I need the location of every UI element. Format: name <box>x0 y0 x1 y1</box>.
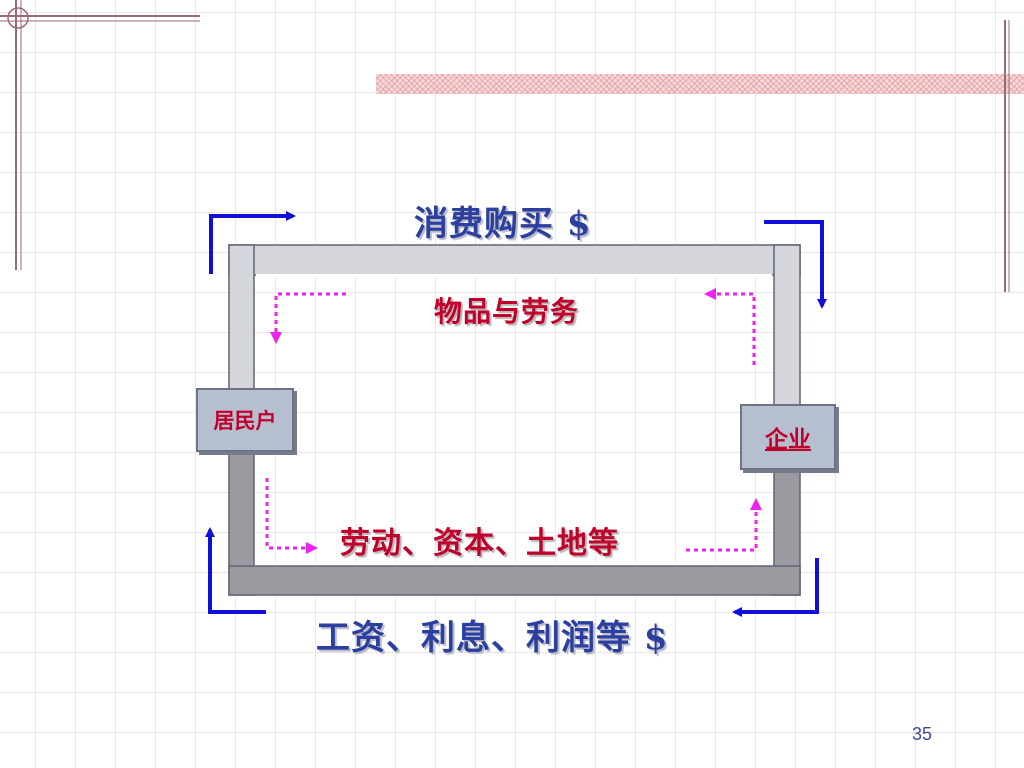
factors-label: 劳动、资本、土地等 <box>340 526 619 561</box>
factors-arrow-left <box>265 478 318 554</box>
money-arrow-bottom-right <box>732 558 819 617</box>
household-node: 居民户 <box>196 388 294 452</box>
income-label: 工资、利息、利润等 $ <box>316 618 669 658</box>
consumer-spending-label: 消费购买 $ <box>414 204 592 244</box>
money-arrow-bottom-left <box>205 527 266 614</box>
firm-node: 企业 <box>740 404 836 470</box>
goods-arrow-left <box>270 292 346 344</box>
right-edge-rule <box>1004 20 1010 292</box>
flow-channel <box>228 244 801 596</box>
page-number: 35 <box>912 724 933 744</box>
goods-services-label: 物品与劳务 <box>434 295 580 328</box>
factors-arrow-right <box>686 498 762 552</box>
money-arrow-top-right <box>764 220 827 309</box>
decorative-band <box>376 74 1024 94</box>
goods-arrow-right <box>704 288 756 365</box>
money-arrow-top-left <box>209 211 296 274</box>
corner-ornament <box>0 0 200 270</box>
